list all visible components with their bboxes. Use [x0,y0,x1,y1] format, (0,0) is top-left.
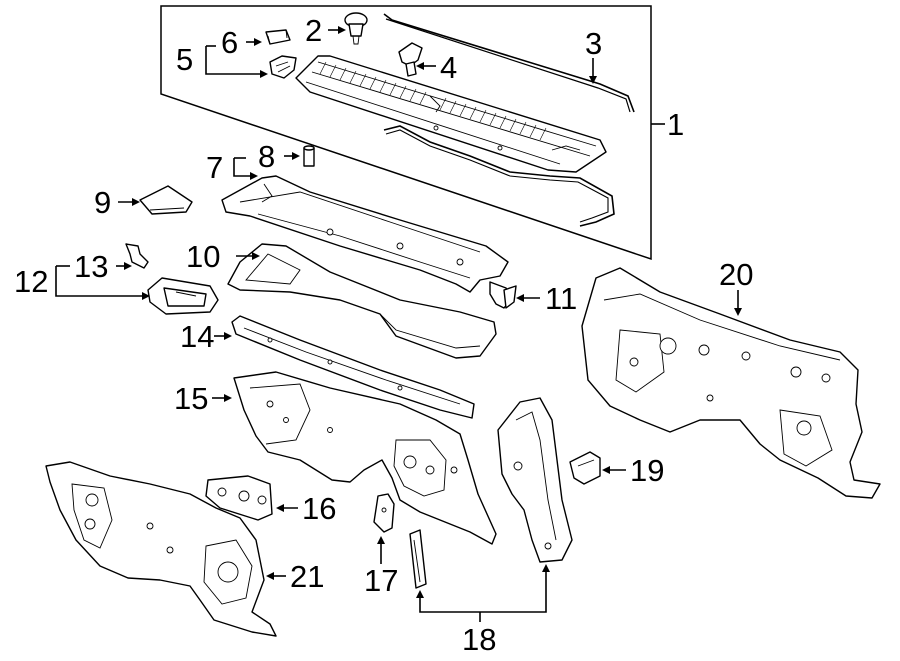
part-17-bracket[interactable] [373,493,395,533]
part-12-housing[interactable] [147,277,219,315]
part-18-strip[interactable] [409,529,427,589]
part-3-rod[interactable] [383,13,635,113]
callout-5: 5 [176,42,193,77]
callout-7: 7 [206,150,223,185]
part-10-panel[interactable] [227,243,497,359]
part-18-pillar[interactable] [497,397,573,563]
part-2-clip[interactable] [344,12,368,45]
part-13-clip[interactable] [125,243,149,269]
callout-1: 1 [667,107,684,142]
leader-lines [55,26,742,622]
callout-13: 13 [74,249,108,284]
part-6-grommet[interactable] [265,29,291,45]
part-11-bracket[interactable] [489,281,517,309]
callout-18: 18 [462,622,496,657]
part-5-bracket[interactable] [269,55,297,79]
part-19-bracket[interactable] [569,451,601,485]
callout-8: 8 [258,139,275,174]
callout-9: 9 [94,185,111,220]
callout-15: 15 [174,381,208,416]
callout-19: 19 [630,453,664,488]
washer-hose[interactable] [383,125,615,227]
cowl-vent-panel[interactable] [295,55,607,173]
callout-14: 14 [180,319,214,354]
part-4-nozzle[interactable] [398,42,423,77]
part-8-plug[interactable] [303,145,315,167]
part-9-cover[interactable] [139,185,193,215]
callout-21: 21 [290,559,324,594]
part-16-plate[interactable] [205,475,273,521]
callout-2: 2 [305,13,322,48]
part-15-dash-insulator[interactable] [233,371,497,545]
part-21-insulator[interactable] [45,461,277,637]
callout-4: 4 [440,50,457,85]
part-14-strip[interactable] [231,315,475,419]
callout-16: 16 [302,491,336,526]
callout-3: 3 [585,26,602,61]
callout-6: 6 [221,25,238,60]
part-7-plenum-panel[interactable] [221,175,509,293]
callout-20: 20 [719,257,753,292]
callout-17: 17 [364,563,398,598]
cowl-assembly-box [160,5,652,261]
callout-12: 12 [14,264,48,299]
callout-labels: 1 2 3 4 5 6 7 8 9 10 11 12 13 14 15 16 1… [14,13,753,657]
callout-10: 10 [186,239,220,274]
callout-11: 11 [545,281,577,316]
part-20-dash-panel[interactable] [581,267,881,499]
